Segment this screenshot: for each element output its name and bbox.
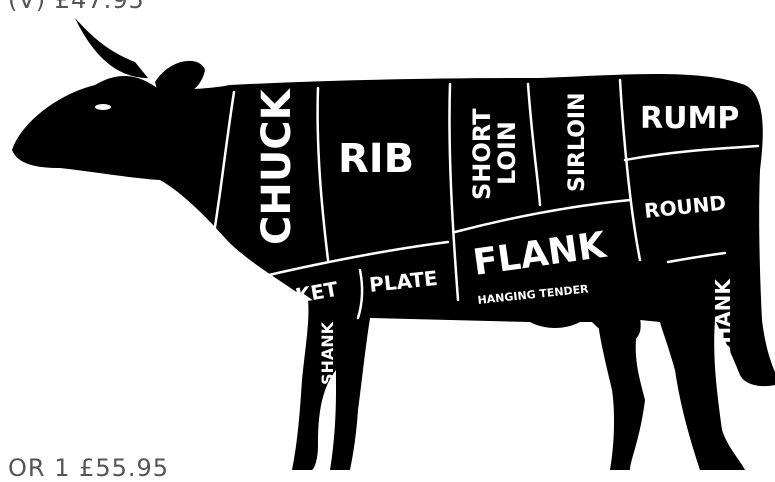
cut-label-short-loin-2: LOIN <box>493 121 521 185</box>
cut-label-short-loin-1: SHORT <box>468 108 496 200</box>
cut-label-shank-rear: SHANK <box>711 278 735 358</box>
eye <box>95 104 111 110</box>
cut-label-chuck: CHUCK <box>254 87 300 245</box>
horn <box>75 18 148 78</box>
cut-label-shank-front: SHANK <box>318 321 337 385</box>
cut-label-sirloin: SIRLOIN <box>565 92 590 192</box>
cut-label-rump: RUMP <box>640 101 739 136</box>
cut-label-rib: RIB <box>338 136 414 182</box>
cow-silhouette <box>12 18 775 470</box>
udder <box>590 318 641 342</box>
bottom-price-text: OR 1 £55.95 <box>8 454 169 482</box>
